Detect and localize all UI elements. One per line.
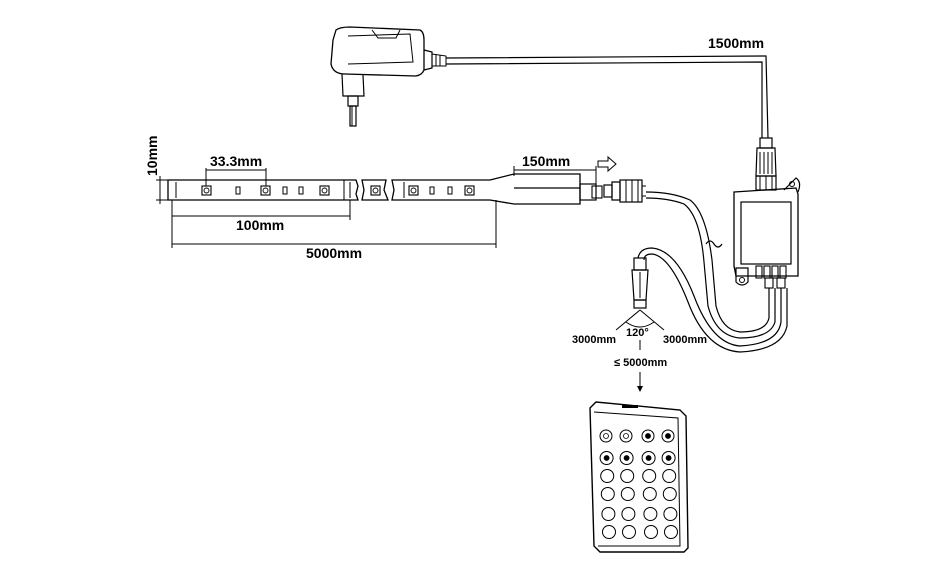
remote-button	[641, 429, 655, 443]
remote-button	[620, 487, 635, 501]
remote-button	[619, 429, 633, 443]
remote-button	[664, 525, 678, 539]
remote-button	[642, 487, 657, 501]
arrow-down-icon	[637, 372, 643, 392]
power-adapter-icon	[330, 26, 447, 127]
remote-button-symbol	[665, 455, 672, 461]
cut-section-label: 100mm	[236, 217, 284, 233]
ir-distance-label: ≤ 5000mm	[614, 357, 667, 369]
dimension-led-pitch	[205, 168, 267, 186]
remote-button	[621, 507, 636, 521]
remote-button	[599, 451, 614, 465]
dimension-cut-section	[171, 200, 351, 220]
dimension-strip-length	[171, 200, 497, 248]
ir-reception-angle	[615, 309, 665, 350]
adapter-cable	[445, 55, 769, 139]
dimension-strip-width	[156, 176, 168, 204]
strip-width-label: 10mm	[144, 136, 160, 176]
remote-button	[662, 469, 677, 483]
remote-button	[642, 469, 657, 483]
remote-button	[643, 507, 658, 521]
arrow-right-icon	[597, 155, 617, 173]
remote-button	[661, 451, 676, 465]
remote-button	[600, 487, 615, 501]
remote-button-symbol	[603, 455, 610, 461]
remote-control-icon	[589, 401, 689, 553]
controller-output-cables	[637, 191, 788, 353]
remote-button	[601, 507, 616, 521]
remote-button-symbol	[665, 433, 671, 439]
remote-button	[599, 429, 613, 443]
cable-length-label: 1500mm	[708, 35, 764, 51]
remote-button-symbol	[623, 433, 629, 439]
remote-button	[644, 525, 658, 539]
controller-box-icon	[733, 177, 801, 289]
ir-range-left-label: 3000mm	[572, 334, 616, 346]
ir-range-right-label: 3000mm	[663, 334, 707, 346]
ir-angle-label: 120°	[626, 327, 649, 339]
led-pitch-label: 33.3mm	[210, 153, 262, 169]
dc-plug-icon	[755, 137, 777, 191]
remote-button-symbol	[645, 455, 652, 461]
connector-icon	[603, 179, 646, 203]
dimension-lead-length	[513, 166, 597, 184]
remote-button	[619, 451, 634, 465]
remote-button	[622, 525, 636, 539]
remote-button-symbol	[603, 433, 609, 439]
remote-button-symbol	[645, 433, 651, 439]
remote-button	[661, 429, 675, 443]
remote-button	[663, 507, 678, 521]
remote-button	[600, 469, 615, 483]
lead-length-label: 150mm	[522, 153, 570, 169]
remote-button	[602, 525, 616, 539]
remote-button	[662, 487, 677, 501]
remote-button	[641, 451, 656, 465]
strip-length-label: 5000mm	[306, 245, 362, 261]
led-strip-icon	[167, 173, 603, 205]
remote-button-symbol	[623, 455, 630, 461]
ir-receiver-icon	[631, 257, 649, 309]
remote-button-grid	[599, 429, 678, 539]
remote-button	[620, 469, 635, 483]
